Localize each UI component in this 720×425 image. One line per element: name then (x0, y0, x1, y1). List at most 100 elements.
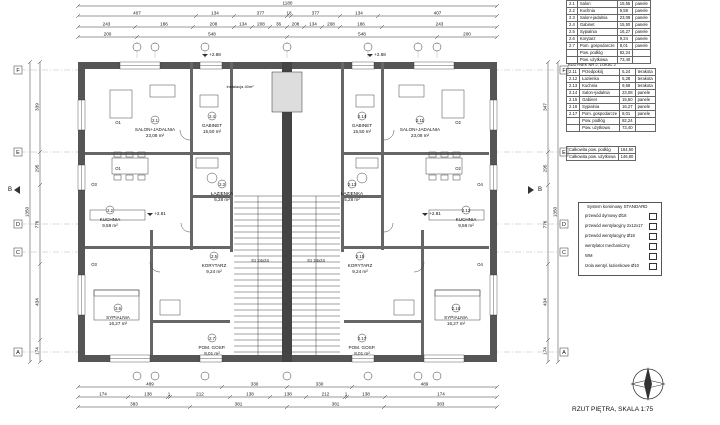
table-cell: Kuchnia (579, 82, 621, 90)
table-cell: 2.4 (566, 21, 578, 29)
level-mark-value: +2.88 (374, 52, 386, 57)
table-cell (566, 49, 578, 57)
room-name: GABINET (352, 123, 372, 128)
room-number-circle (207, 111, 217, 121)
dim-bottom-3-tick (284, 404, 290, 410)
dim-top-2-value: 377 (312, 11, 320, 16)
axis-circle-bottom (413, 371, 423, 381)
room-number: 2.5 (211, 254, 217, 259)
dim-bottom-3-value: 383 (437, 402, 445, 407)
chair (137, 151, 146, 158)
partition-wall (344, 152, 384, 155)
dim-bottom-3-value: 381 (332, 402, 340, 407)
desk (199, 94, 219, 108)
room-name: ŁAZIENKA (211, 191, 234, 196)
window-tag: O4 (477, 262, 483, 267)
dim-top-3-tick (231, 24, 237, 30)
axis-circle-top (282, 42, 292, 52)
room-name: SYPIALNIA (444, 315, 469, 320)
room-number: 2.12 (462, 208, 471, 213)
dim-top-2-value: 134 (355, 11, 363, 16)
table-cell: 2.7 (566, 42, 578, 50)
dim-bottom-3-tick (187, 404, 193, 410)
room-name: KUCHNIA (456, 217, 478, 222)
chair (125, 151, 134, 158)
room-number-circle (357, 111, 367, 121)
staircase (234, 195, 282, 355)
door-swing (383, 222, 394, 233)
table-cell: 15,55 (616, 0, 634, 8)
room-number-circle (113, 303, 123, 313)
dim-bottom-2-tick (303, 394, 309, 400)
dining-table (425, 157, 463, 175)
room-number-circle (347, 179, 357, 189)
dim-top-2-tick (288, 13, 294, 19)
dim-top-2-tick (284, 13, 290, 19)
room-number-circle (217, 179, 227, 189)
axis-circle-bottom (132, 371, 142, 381)
room-area: 23,08 m² (411, 133, 430, 138)
window-tag: O1 (115, 166, 121, 171)
chair (440, 151, 449, 158)
axis-circle-top (363, 42, 373, 52)
dim-bottom-2-tick (342, 394, 348, 400)
dim-top-2-tick (193, 13, 199, 19)
room-number: 2.3 (219, 182, 225, 187)
axis-letter-left: A (16, 350, 20, 356)
dim-top-2-value: 377 (257, 11, 265, 16)
legend-symbol-icon (649, 263, 657, 270)
room-area: 8,01 m² (354, 351, 370, 356)
room-table-unit-2-title: BUDYNEK NR 2, LOKAL 2 (568, 62, 616, 67)
dim-bottom-2-tick (165, 394, 171, 400)
room-number-circle (207, 333, 217, 343)
table-cell: 73,40 (616, 56, 634, 64)
dim-right-value: 776 (543, 220, 548, 228)
dim-top-3-tick (494, 24, 500, 30)
chimney-block (271, 71, 303, 113)
dim-bottom-1-tick (284, 384, 290, 390)
toilet-icon (206, 172, 218, 184)
sofa (109, 89, 133, 119)
table-cell: 2.17 (565, 110, 581, 118)
table-cell: 2.12 (565, 75, 581, 83)
room-number-circle (357, 333, 367, 343)
axis-marker (13, 219, 23, 229)
dim-bottom-3-tick (494, 404, 500, 410)
axis-circle-top (132, 42, 142, 52)
table-cell: terakota (634, 68, 656, 76)
table-cell: 73,40 (619, 124, 636, 132)
bathtub (195, 157, 219, 169)
dim-top-3-tick (284, 24, 290, 30)
dim-left-tick (37, 182, 43, 188)
room-number-circle (451, 303, 461, 313)
room-area: 9,58 m² (102, 223, 118, 228)
dimension-lines (27, 3, 561, 410)
dim-bottom-2-value: 212 (196, 392, 204, 397)
axis-circle-top (413, 42, 423, 52)
window-tag: O2 (455, 120, 461, 125)
dim-top-4-tick (134, 34, 140, 40)
stair-label: S1 24x24 (251, 258, 269, 263)
dim-left-value: 339 (35, 103, 40, 111)
dim-bottom-3-tick (75, 404, 81, 410)
dining-table (111, 157, 149, 175)
dim-top-3-tick (190, 24, 196, 30)
window-tag: O3 (91, 262, 97, 267)
level-mark-value: +2.81 (429, 211, 441, 216)
table-cell: panele (632, 28, 651, 36)
axis-letter-left: E (16, 150, 20, 156)
armchair (398, 84, 425, 98)
axis-circle-bottom (150, 371, 160, 381)
dim-left-tick (37, 359, 43, 365)
axis-letter-right: C (562, 250, 566, 256)
dim-top-3-value: 243 (436, 22, 444, 27)
table-cell: terakota (634, 75, 656, 83)
table-cell: panele (632, 21, 651, 29)
dim-bottom-2-value: 1 (168, 392, 171, 397)
